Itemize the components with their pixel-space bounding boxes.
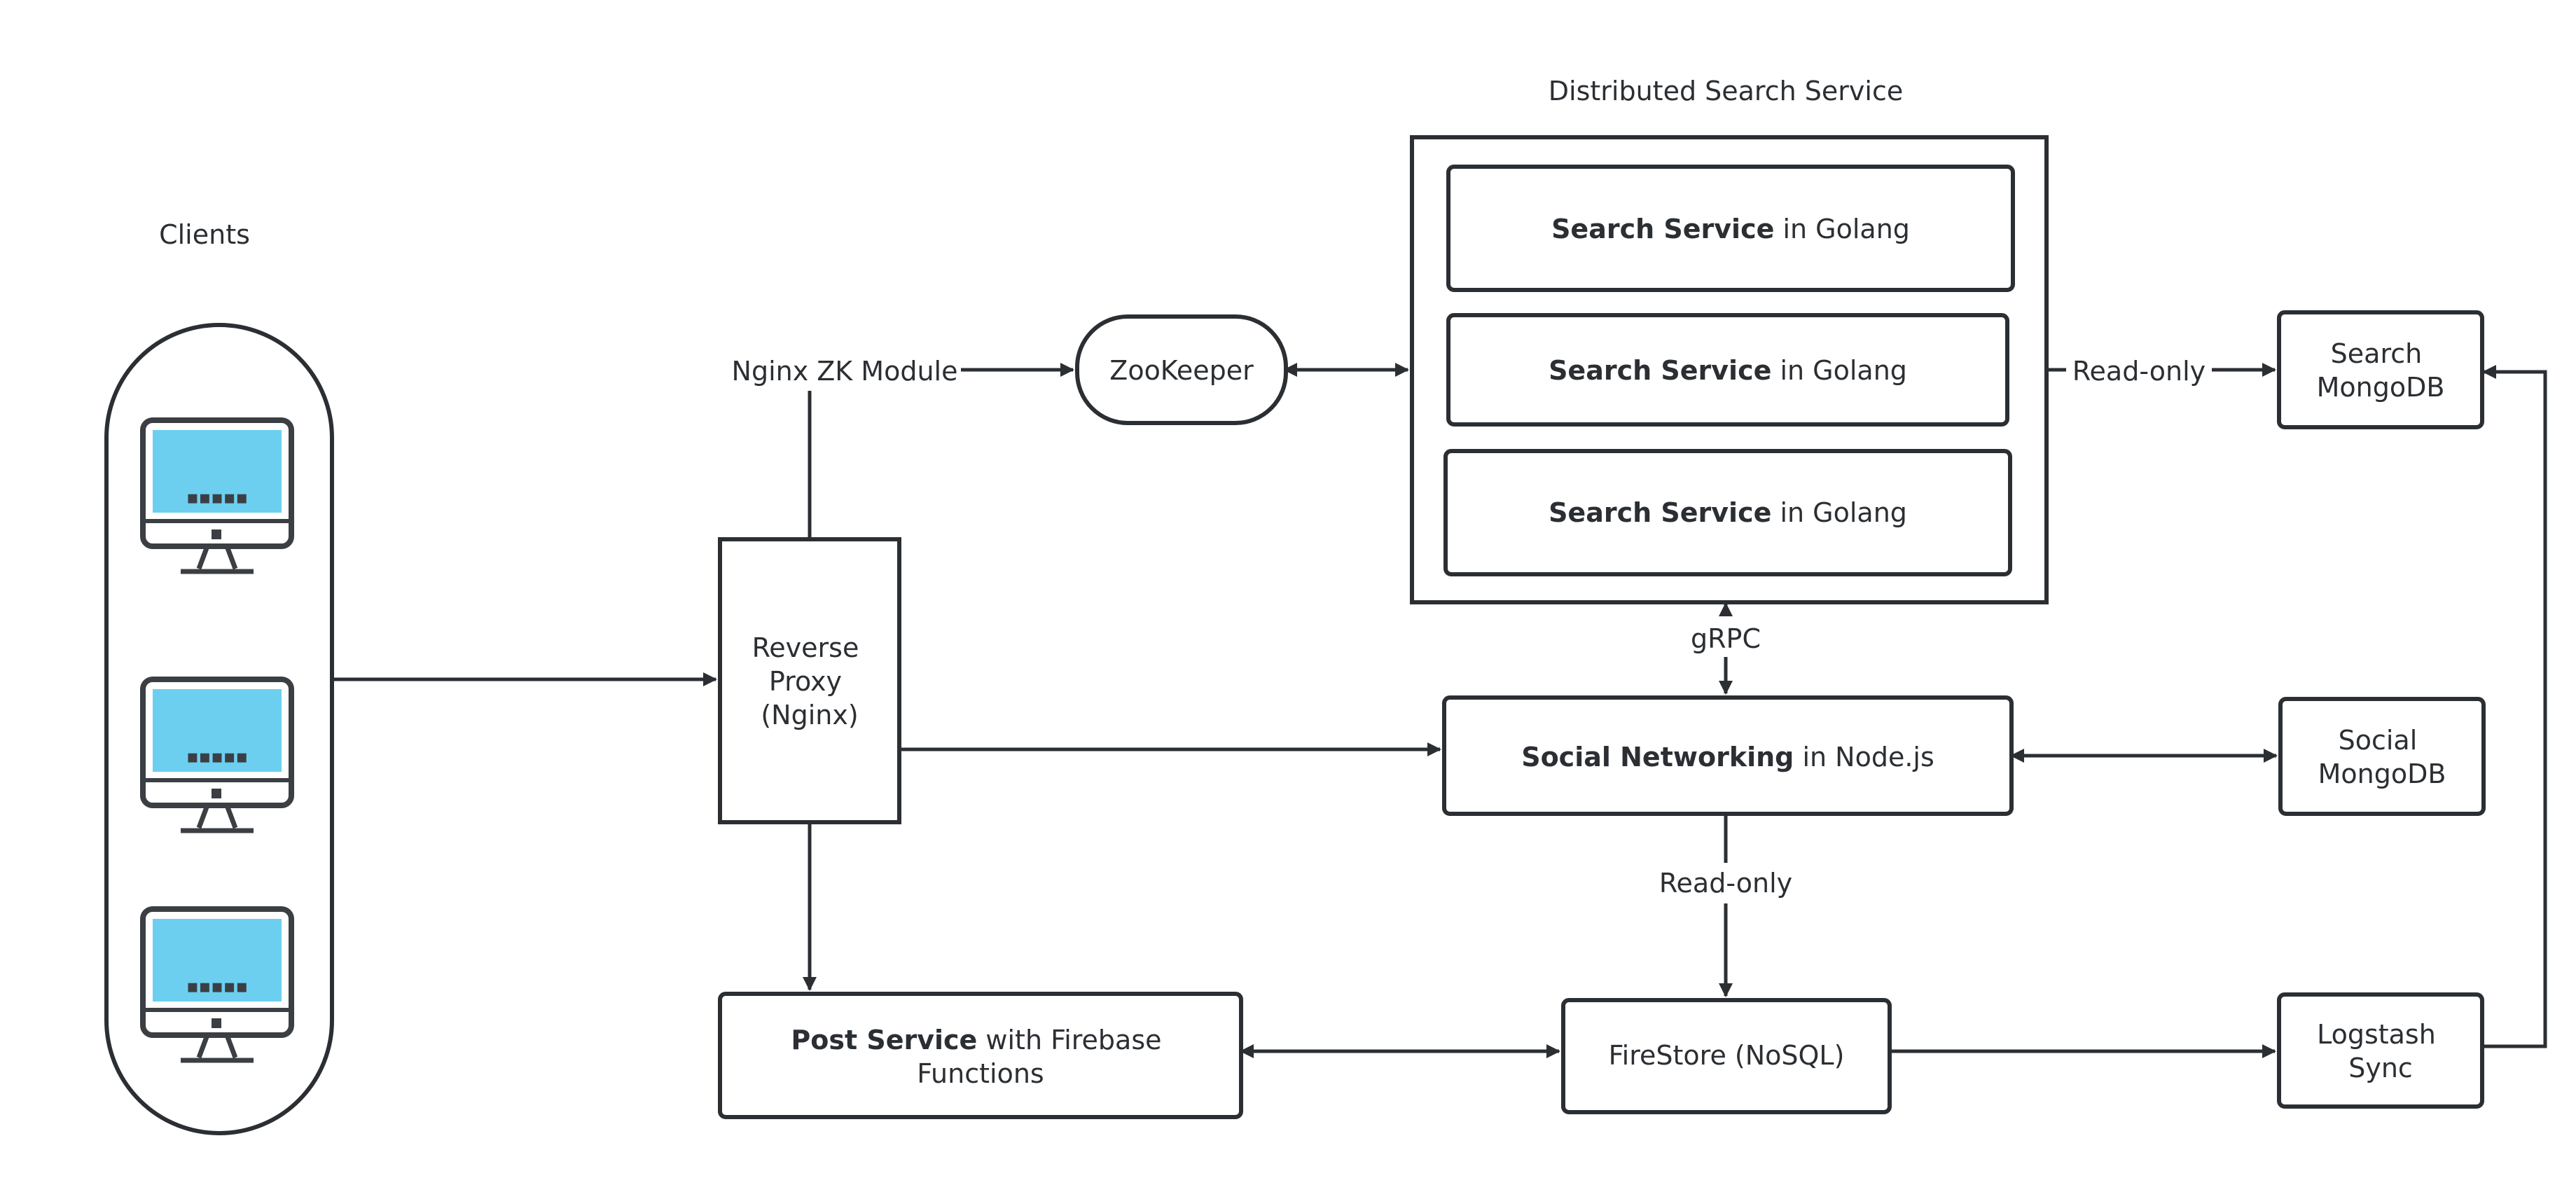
desktop-monitor-icon: ▪▪▪▪▪	[140, 417, 294, 574]
zookeeper-label: ZooKeeper	[1109, 355, 1254, 386]
desktop-monitor-icon: ▪▪▪▪▪	[140, 906, 294, 1063]
firestore-node: FireStore (NoSQL)	[1561, 998, 1892, 1114]
reverse-proxy-node: Reverse Proxy (Nginx)	[718, 537, 901, 824]
svg-text:▪▪▪▪▪: ▪▪▪▪▪	[186, 976, 248, 997]
svg-text:▪▪▪▪▪: ▪▪▪▪▪	[186, 487, 248, 508]
zookeeper-node: ZooKeeper	[1075, 314, 1288, 425]
desktop-monitor-icon: ▪▪▪▪▪	[140, 677, 294, 833]
svg-text:▪▪▪▪▪: ▪▪▪▪▪	[186, 747, 248, 768]
grpc-label: gRPC	[1691, 623, 1761, 654]
nginx-zk-module-label: Nginx ZK Module	[732, 356, 958, 387]
svg-text:Search Service in Golang: Search Service in Golang	[1549, 497, 1907, 528]
distributed-search-group: Distributed Search Service Search Servic…	[1410, 76, 2049, 604]
svg-text:Search Service in Golang: Search Service in Golang	[1549, 355, 1907, 386]
logstash-node: Logstash Sync	[2277, 992, 2484, 1109]
social-mongodb-label: Social MongoDB	[2318, 725, 2446, 789]
search-service-instance: Search Service in Golang	[1443, 449, 2012, 576]
distributed-search-title: Distributed Search Service	[1549, 76, 1903, 106]
reverse-proxy-label: Reverse Proxy (Nginx)	[752, 632, 868, 730]
social-networking-label: Social Networking in Node.js	[1521, 742, 1934, 772]
social-networking-node: Social Networking in Node.js	[1442, 695, 2014, 816]
social-mongodb-node: Social MongoDB	[2278, 697, 2486, 816]
search-mongodb-node: Search MongoDB	[2277, 310, 2484, 429]
logstash-label: Logstash Sync	[2317, 1019, 2444, 1083]
clients-title: Clients	[159, 219, 250, 250]
firestore-label: FireStore (NoSQL)	[1609, 1040, 1845, 1071]
post-service-label: Post Service with Firebase Functions	[791, 1025, 1170, 1089]
clients-group: Clients ▪▪▪▪▪ ▪▪▪▪▪ ▪▪▪▪▪	[104, 219, 334, 1135]
search-service-instance: Search Service in Golang	[1446, 165, 2015, 292]
post-service-node: Post Service with Firebase Functions	[718, 992, 1243, 1119]
search-mongodb-label: Search MongoDB	[2317, 338, 2445, 403]
search-service-instance: Search Service in Golang	[1446, 313, 2009, 427]
edge-logstash-to-search-mongodb	[2482, 365, 2547, 1048]
svg-text:Search Service in Golang: Search Service in Golang	[1551, 214, 1910, 244]
social-readonly-label: Read-only	[1659, 868, 1792, 899]
search-readonly-label: Read-only	[2072, 356, 2205, 387]
